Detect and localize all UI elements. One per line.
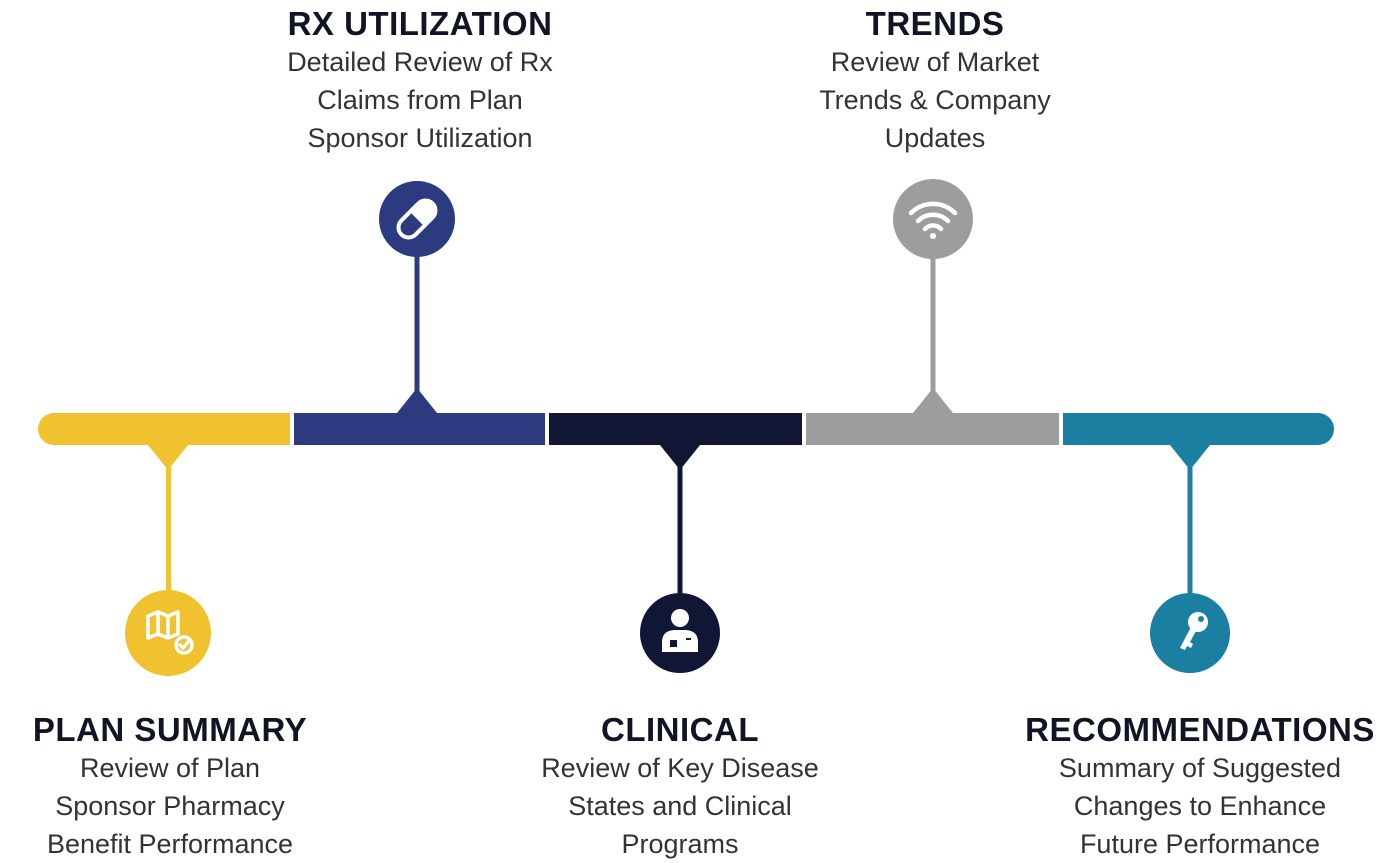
icon-circle-rx: [379, 181, 455, 257]
stage-title: RECOMMENDATIONS: [1025, 711, 1375, 748]
doctor-icon: [662, 609, 698, 652]
stage-description-line: Review of Key Disease: [541, 753, 819, 783]
connector-recommendations: [1170, 445, 1210, 595]
stage-description-line: Summary of Suggested: [1058, 753, 1342, 783]
stage-description-line: Benefit Performance: [46, 829, 294, 859]
icon-circle-recommendations: [1150, 593, 1230, 673]
stage-description-line: Future Performance: [1079, 829, 1321, 859]
connector-clinical: [660, 445, 700, 595]
key-icon: [1180, 612, 1208, 650]
timeline-segment-recommendations: [1063, 413, 1334, 445]
stage-description-line: Updates: [884, 123, 986, 153]
stage-title: CLINICAL: [601, 711, 759, 748]
stage-recommendations: RECOMMENDATIONS Summary of Suggested Cha…: [1000, 711, 1400, 863]
map-check-icon: [146, 610, 194, 655]
timeline-segment-clinical: [549, 413, 802, 445]
stage-title: PLAN SUMMARY: [32, 711, 308, 748]
stage-clinical: CLINICAL Review of Key Disease States an…: [500, 711, 860, 863]
stage-description-line: Changes to Enhance: [1073, 791, 1327, 821]
pill-icon: [396, 198, 438, 240]
wifi-icon: [908, 201, 958, 239]
stage-description: Summary of Suggested Changes to Enhance …: [1000, 749, 1400, 863]
stage-description: Review of Market Trends & Company Update…: [770, 43, 1100, 157]
stage-description-line: Programs: [621, 829, 739, 859]
stage-plan-summary: PLAN SUMMARY Review of Plan Sponsor Phar…: [0, 711, 340, 863]
stage-description-line: Review of Plan: [79, 753, 261, 783]
connector-rx: [397, 255, 437, 413]
timeline-bar: [38, 413, 1334, 445]
stage-description-line: States and Clinical: [568, 791, 792, 821]
stage-rx-utilization: RX UTILIZATION Detailed Review of Rx Cla…: [250, 5, 590, 157]
stage-description-line: Sponsor Utilization: [307, 123, 533, 153]
connector-trends: [913, 255, 953, 413]
timeline-segment-trends: [806, 413, 1059, 445]
timeline-segment-plan: [38, 413, 290, 445]
stage-description-line: Trends & Company: [819, 85, 1051, 115]
stage-description: Review of Key Disease States and Clinica…: [500, 749, 860, 863]
icon-circle-plan: [125, 590, 211, 676]
timeline-segment-rx: [294, 413, 545, 445]
stage-title: TRENDS: [865, 5, 1005, 42]
stage-description-line: Review of Market: [830, 47, 1040, 77]
stage-title: RX UTILIZATION: [287, 5, 553, 42]
icon-circle-clinical: [640, 593, 720, 673]
stage-description-line: Detailed Review of Rx: [287, 47, 553, 77]
stage-description-line: Claims from Plan: [317, 85, 523, 115]
stage-description-line: Sponsor Pharmacy: [55, 791, 285, 821]
stage-trends: TRENDS Review of Market Trends & Company…: [770, 5, 1100, 157]
connector-plan: [148, 445, 188, 595]
icon-circle-trends: [893, 179, 973, 259]
stage-description: Detailed Review of Rx Claims from Plan S…: [250, 43, 590, 157]
stage-description: Review of Plan Sponsor Pharmacy Benefit …: [0, 749, 340, 863]
